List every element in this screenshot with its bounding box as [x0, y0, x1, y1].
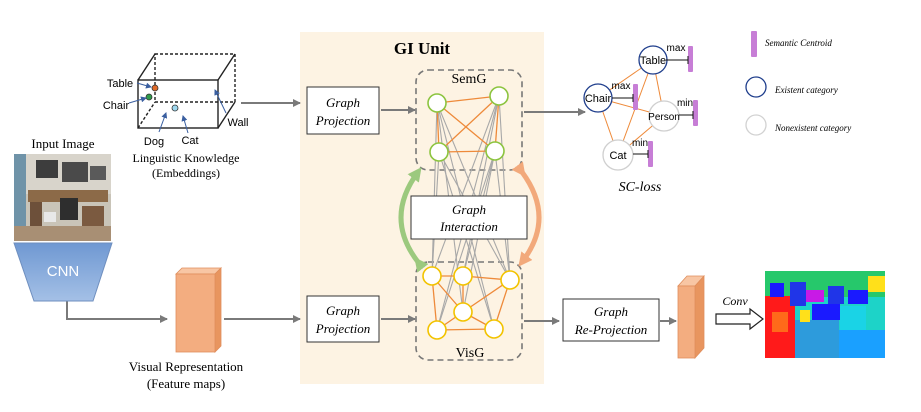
sc-annotation-person: min — [677, 98, 693, 109]
green-interaction-arrow — [398, 167, 429, 273]
sc-centroids — [633, 46, 698, 167]
visg-box — [415, 261, 523, 361]
graph-projection-bottom-line2: Projection — [315, 321, 370, 336]
sc-node-chair-label: Chair — [585, 93, 612, 105]
cross-graph-edges — [431, 95, 511, 331]
centroid-bar — [633, 84, 638, 110]
visg-node — [427, 320, 447, 340]
sc-node-table-label: Table — [640, 55, 666, 67]
semg-box — [415, 69, 523, 171]
centroid-bar — [688, 46, 693, 72]
sc-loss-label: SC-loss — [619, 180, 662, 195]
graph-reprojection-line1: Graph — [594, 304, 628, 319]
centroid-bar — [648, 141, 653, 167]
embedding-cube — [137, 53, 236, 129]
embedding-point — [151, 84, 159, 92]
semg-node — [485, 141, 505, 161]
linguistic-caption-1: Linguistic Knowledge — [133, 151, 240, 165]
semg-node — [429, 142, 449, 162]
centroid-bar — [693, 100, 698, 126]
output-feature-map — [677, 274, 705, 360]
sc-node-person-label: Person — [648, 112, 680, 123]
sc-annotation-chair: max — [612, 81, 631, 92]
input-image — [14, 154, 111, 241]
semg-label: SemG — [452, 72, 487, 87]
graph-projection-bottom-box — [306, 295, 380, 343]
sc-node-person — [648, 100, 680, 132]
legend-nonexistent-swatch — [745, 114, 767, 136]
word-cat: Cat — [181, 135, 198, 147]
graph-projection-bottom-line1: Graph — [326, 303, 360, 318]
graph-interaction-line2: Interaction — [439, 219, 498, 234]
semg-node — [427, 93, 447, 113]
graph-reprojection-box — [562, 298, 660, 342]
graph-projection-top-line1: Graph — [326, 95, 360, 110]
flow-arrows — [66, 99, 677, 325]
visg-node — [422, 266, 442, 286]
graph-reprojection-line2: Re-Projection — [574, 322, 647, 337]
legend-existent-swatch — [745, 76, 767, 98]
visg-node — [453, 266, 473, 286]
visual-rep-caption-1: Visual Representation — [129, 359, 244, 374]
visual-rep-caption-2: (Feature maps) — [147, 376, 225, 391]
legend-centroid-swatch — [751, 31, 757, 57]
legend-existent-label: Existent category — [774, 85, 838, 95]
visg-node — [453, 302, 473, 322]
visg-node — [500, 270, 520, 290]
cnn-block — [13, 242, 113, 302]
legend — [745, 31, 767, 136]
graph-projection-top-line2: Projection — [315, 113, 370, 128]
embedding-pointers — [128, 82, 227, 134]
visg-nodes — [422, 266, 520, 340]
word-chair: Chair — [103, 100, 130, 112]
graph-interaction-line1: Graph — [452, 202, 486, 217]
word-table: Table — [107, 78, 133, 90]
embedding-points — [145, 84, 179, 112]
legend-nonexistent-label: Nonexistent category — [774, 123, 851, 133]
conv-arrow — [715, 307, 764, 331]
sc-annotation-cat: min — [632, 138, 648, 149]
word-wall: Wall — [228, 117, 249, 129]
sc-distance-markers — [612, 56, 694, 158]
semg-nodes — [427, 86, 509, 162]
input-image-label: Input Image — [31, 136, 94, 151]
legend-centroid-label: Semantic Centroid — [765, 38, 832, 48]
conv-label: Conv — [722, 294, 748, 308]
cnn-label: CNN — [47, 263, 80, 280]
orange-interaction-arrow — [511, 161, 542, 267]
visg-node — [484, 319, 504, 339]
sc-node-cat-label: Cat — [609, 150, 626, 162]
graph-interaction-box — [410, 195, 528, 240]
embedding-point — [145, 93, 153, 101]
word-dog: Dog — [144, 136, 164, 148]
visg-label: VisG — [456, 346, 485, 361]
semg-node — [489, 86, 509, 106]
linguistic-caption-2: (Embeddings) — [152, 166, 220, 180]
gi-unit-title: GI Unit — [394, 39, 451, 58]
segmentation-output — [765, 271, 885, 358]
graph-projection-top-box — [306, 86, 380, 135]
sc-annotation-table: max — [667, 43, 686, 54]
sc-node-cat — [602, 139, 634, 171]
feature-map-block — [175, 267, 222, 353]
embedding-point — [171, 104, 179, 112]
